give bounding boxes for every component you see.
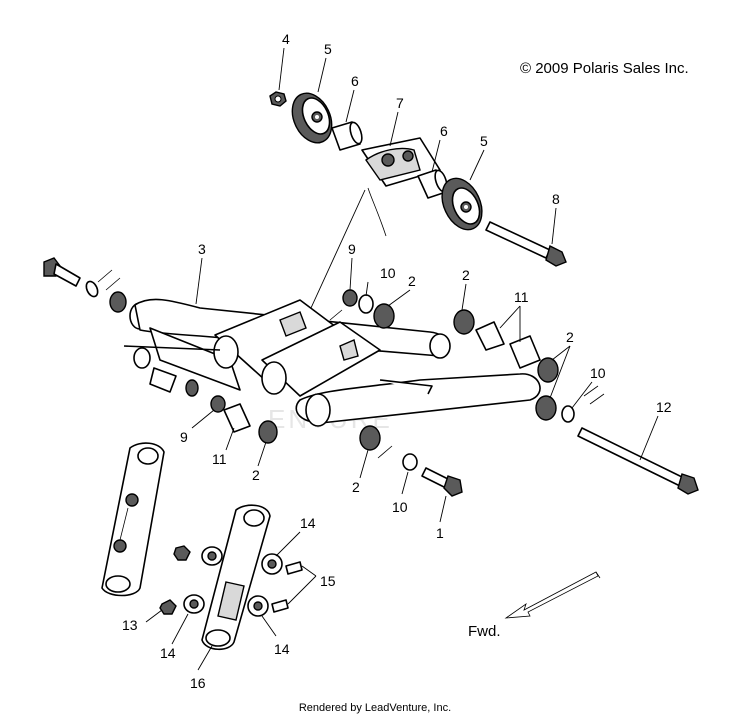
washer-part-10-right[interactable]: [561, 405, 575, 423]
callout-8[interactable]: 8: [552, 191, 560, 207]
callout-10[interactable]: 10: [380, 265, 396, 281]
spacer-part-6-left[interactable]: [331, 121, 364, 151]
break-mark-upper: [329, 309, 343, 321]
washer-part-14-lower-right[interactable]: [247, 595, 269, 617]
callout-10[interactable]: 10: [590, 365, 606, 381]
callout-13[interactable]: 13: [122, 617, 138, 633]
idler-wheel-part-5-right[interactable]: [434, 172, 489, 236]
callout-5[interactable]: 5: [324, 41, 332, 57]
callout-6[interactable]: 6: [351, 73, 359, 89]
break-mark-left: [97, 269, 121, 291]
bushing-set-lower-left[interactable]: [133, 347, 199, 397]
callout-15[interactable]: 15: [320, 573, 336, 589]
bushing-part-2-upper[interactable]: [373, 303, 395, 329]
leader-lines: [145, 47, 659, 671]
callout-11[interactable]: 11: [212, 451, 227, 467]
bushing-part-2-lower-left[interactable]: [258, 420, 278, 444]
callout-9[interactable]: 9: [180, 429, 188, 445]
callout-4[interactable]: 4: [282, 31, 290, 47]
callout-12[interactable]: 12: [656, 399, 672, 415]
copyright-notice: © 2009 Polaris Sales Inc.: [520, 60, 689, 77]
bushing-part-2-right-lower[interactable]: [535, 395, 557, 421]
callout-2[interactable]: 2: [352, 479, 360, 495]
axle-part-7[interactable]: [361, 137, 441, 237]
break-mark-right: [583, 385, 605, 405]
washer-part-14-upper[interactable]: [201, 546, 223, 566]
bushing-part-2-lower-mid[interactable]: [359, 425, 381, 451]
bolt-part-15-upper[interactable]: [285, 561, 303, 575]
callout-9[interactable]: 9: [348, 241, 356, 257]
bolt-part-15-lower[interactable]: [271, 599, 289, 613]
washer-part-9-lower[interactable]: [210, 395, 226, 413]
callout-16[interactable]: 16: [190, 675, 206, 691]
washer-part-14-right-upper[interactable]: [261, 553, 283, 575]
upper-idler-assembly: [269, 87, 567, 333]
bushing-part-2-right-upper[interactable]: [453, 309, 475, 335]
rod-part-12[interactable]: [577, 427, 699, 495]
spacer-part-6-right[interactable]: [417, 169, 449, 199]
fwd-label: Fwd.: [468, 623, 501, 640]
callout-7[interactable]: 7: [396, 95, 404, 111]
callout-14[interactable]: 14: [160, 645, 176, 661]
washer-part-10-upper[interactable]: [358, 294, 374, 314]
forward-direction-arrow: Fwd.: [468, 571, 601, 640]
nut-part-13-lower[interactable]: [159, 599, 177, 615]
idler-wheel-part-5-left[interactable]: [285, 87, 340, 149]
callout-labels: 4 5 6 7 6 5 8 3 9 10 2 2 11 2 10 12 9 11…: [122, 31, 672, 691]
washer-part-9-upper[interactable]: [342, 289, 358, 307]
nut-part-4[interactable]: [269, 91, 287, 107]
nut-part-13-upper[interactable]: [173, 545, 191, 561]
callout-5[interactable]: 5: [480, 133, 488, 149]
callout-2[interactable]: 2: [408, 273, 416, 289]
pivot-bolt-left[interactable]: [43, 257, 100, 298]
link-arm-part-16-left[interactable]: [101, 442, 165, 597]
bushing-part-2-right-mid[interactable]: [537, 357, 559, 383]
bolt-part-8[interactable]: [485, 221, 567, 267]
bushing-part-11-right[interactable]: [475, 321, 541, 369]
footer-credit: Rendered by LeadVenture, Inc.: [298, 702, 452, 714]
callout-10[interactable]: 10: [392, 499, 408, 515]
swing-arm-part-3[interactable]: [123, 298, 541, 427]
callout-2[interactable]: 2: [462, 267, 470, 283]
bushing-part-11-lower[interactable]: [223, 403, 251, 433]
washer-part-14-lower-left[interactable]: [183, 594, 205, 614]
callout-2[interactable]: 2: [252, 467, 260, 483]
break-mark-lower: [377, 445, 393, 459]
bolt-part-1[interactable]: [421, 467, 463, 497]
swing-arm-assembly: [43, 257, 699, 497]
callout-14[interactable]: 14: [274, 641, 290, 657]
callout-1[interactable]: 1: [436, 525, 444, 541]
callout-2[interactable]: 2: [566, 329, 574, 345]
callout-6[interactable]: 6: [440, 123, 448, 139]
callout-11[interactable]: 11: [514, 289, 529, 305]
washer-part-10-lower[interactable]: [402, 453, 418, 471]
callout-3[interactable]: 3: [198, 241, 206, 257]
callout-14[interactable]: 14: [300, 515, 316, 531]
link-arm-part-16-right[interactable]: [201, 504, 271, 651]
